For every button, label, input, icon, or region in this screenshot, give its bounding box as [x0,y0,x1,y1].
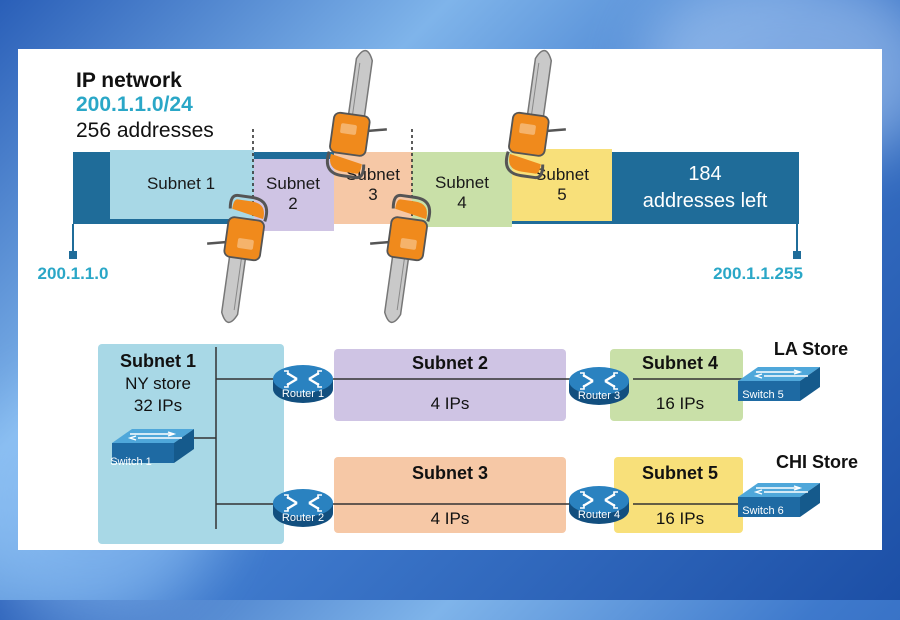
segment-label: Subnet [435,173,489,192]
router-label: Router 1 [282,388,324,400]
subnet-3-zone [334,457,566,533]
segment-label: 2 [288,194,297,213]
subnet-1-ips: 32 IPs [134,396,182,415]
subnet-5-title: Subnet 5 [642,463,718,483]
subnet-3-title: Subnet 3 [412,463,488,483]
switch-label: Switch 6 [742,505,784,517]
subnet-diagram: IP network 200.1.1.0/24 256 addresses Su… [38,46,858,544]
subnet-4-zone [610,349,743,421]
segment-label: Subnet [535,165,589,184]
segment-subnet-2 [254,159,334,231]
segment-label: Subnet [266,174,320,193]
subnet-2-zone [334,349,566,421]
subnet-3-ips: 4 IPs [431,509,470,528]
subnet-5-zone [614,457,743,533]
chi-store-label: CHI Store [776,452,858,472]
segment-label: 3 [368,185,377,204]
network-title: IP network [76,69,182,92]
subnet-2-title: Subnet 2 [412,353,488,373]
remaining-count: 184 [688,163,721,185]
end-ip: 200.1.1.255 [713,264,803,283]
router-label: Router 2 [282,512,324,524]
subnet-1-title: Subnet 1 [120,351,196,371]
segment-label: 5 [557,185,566,204]
diagram-panel: IP network 200.1.1.0/24 256 addresses Su… [18,46,882,550]
subnet-4-title: Subnet 4 [642,353,718,373]
segment-label: 4 [457,193,466,212]
router-label: Router 4 [578,509,620,521]
start-ip: 200.1.1.0 [38,264,109,283]
switch-label: Switch 1 [110,456,152,468]
subnet-2-ips: 4 IPs [431,394,470,413]
segment-label: Subnet 1 [147,174,215,193]
end-marker-dot [793,251,801,259]
network-cidr: 200.1.1.0/24 [76,93,193,116]
remaining-label: addresses left [643,190,768,212]
router-label: Router 3 [578,390,620,402]
subnet-1-site: NY store [125,374,191,393]
start-marker-dot [69,251,77,259]
la-store-label: LA Store [774,339,848,359]
address-count: 256 addresses [76,119,214,142]
subnet-5-ips: 16 IPs [656,509,704,528]
subnet-4-ips: 16 IPs [656,394,704,413]
switch-label: Switch 5 [742,389,784,401]
